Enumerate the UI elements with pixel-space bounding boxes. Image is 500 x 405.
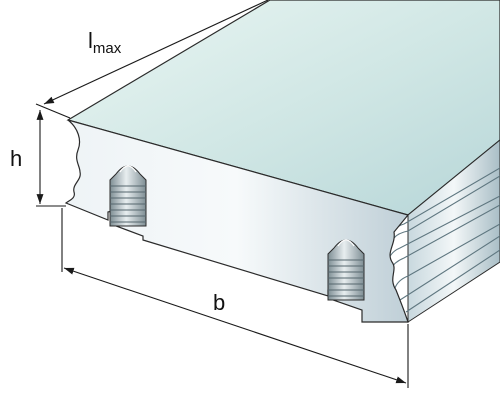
dimension-lines <box>35 0 409 388</box>
length-label: lmax <box>88 28 122 57</box>
screw-right <box>327 239 365 301</box>
length-dimension-line <box>43 0 269 105</box>
screw-left <box>109 165 147 227</box>
height-label: h <box>10 146 22 171</box>
width-dimension-line <box>63 267 407 384</box>
width-label: b <box>213 290 225 315</box>
